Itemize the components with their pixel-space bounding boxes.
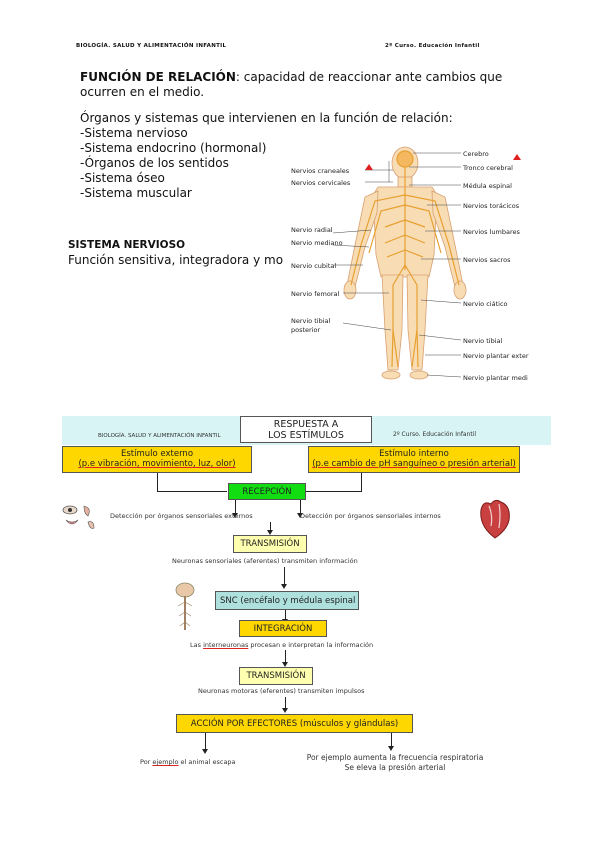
label-nervios-cervicales: Nervios cervicales (291, 179, 351, 187)
transmission2-box: TRANSMISIÓN (239, 667, 313, 685)
right-outcome-line2: Se eleva la presión arterial (344, 763, 446, 772)
arrow-to-transmission2 (282, 650, 288, 667)
organ-item: -Sistema óseo (80, 171, 165, 185)
integration-box: INTEGRACIÓN (239, 620, 327, 637)
integration-note-pre: Las (190, 641, 204, 649)
intro-definition: FUNCIÓN DE RELACIÓN: capacidad de reacci… (80, 70, 530, 100)
label-nervios-toracicos: Nervios torácicos (463, 202, 520, 210)
label-nervio-femoral: Nervio femoral (291, 290, 340, 298)
internal-stimulus-detail: (p.e cambio de pH sanguíneo o presión ar… (312, 459, 516, 469)
left-outcome: Por ejemplo el animal escapa (140, 758, 236, 766)
nervous-system-figure: Nervios craneales Nervios cervicales Ner… (285, 135, 550, 385)
connector-left-vert (157, 473, 158, 491)
reception-left-note: Detección por órganos sensoriales extern… (110, 512, 253, 520)
diagram-title-line1: RESPUESTA A (273, 419, 339, 430)
snc-box: SNC (encéfalo y médula espinal (215, 591, 359, 610)
arrow-reception-left (232, 500, 238, 518)
left-outcome-pre: Por (140, 758, 153, 766)
organ-item: -Sistema endocrino (hormonal) (80, 141, 267, 155)
label-nervio-plantar-medio: Nervio plantar medi (463, 374, 528, 382)
organ-item: -Órganos de los sentidos (80, 156, 229, 170)
transmission2-note: Neuronas motoras (eferentes) transmiten … (198, 687, 365, 695)
label-nervio-mediano: Nervio mediano (291, 239, 343, 247)
integration-note-link: interneuronas (203, 641, 249, 649)
nervous-system-functions: Función sensitiva, integradora y motora (68, 253, 283, 267)
label-medula-espinal: Médula espinal (463, 182, 512, 190)
diagram-band-right: 2º Curso. Educación Infantil (393, 431, 477, 438)
nervous-system-title: SISTEMA NERVIOSO (68, 239, 186, 251)
diagram-title: RESPUESTA A LOS ESTÍMULOS (240, 416, 372, 443)
external-stimulus-title: Estímulo externo (120, 449, 194, 459)
arrow-to-snc (281, 567, 287, 589)
brain-spinal-cord-icon (175, 582, 195, 630)
reception-box: RECEPCIÓN (228, 483, 306, 500)
heart-icon (480, 499, 510, 539)
label-nervios-sacros: Nervios sacros (463, 256, 511, 264)
organs-list: -Sistema nervioso -Sistema endocrino (ho… (80, 126, 266, 201)
arrow-reception-right (297, 500, 303, 518)
human-body-illustration (332, 146, 521, 380)
arrow-to-transmission1 (267, 522, 273, 535)
arrow-to-integration (282, 610, 288, 624)
label-nervios-lumbares: Nervios lumbares (463, 228, 520, 236)
label-nervios-craneales: Nervios craneales (291, 167, 350, 175)
action-box: ACCIÓN POR EFECTORES (músculos y glándul… (176, 714, 413, 733)
label-nervio-cubital: Nervio cubital (291, 262, 337, 270)
right-outcome-line1: Por ejemplo aumenta la frecuencia respir… (306, 753, 484, 762)
connector-right (306, 491, 362, 492)
external-stimulus-box: Estímulo externo (p.e vibración, movimie… (62, 446, 252, 473)
term-definition: : capacidad de reaccionar ante cambios q… (80, 70, 503, 99)
arrow-action-left (202, 733, 208, 754)
label-nervio-radial: Nervio radial (291, 226, 333, 234)
label-nervio-ciatico: Nervio ciático (463, 300, 508, 308)
diagram-band-left: BIOLOGÍA. SALUD Y ALIMENTACIÓN INFANTIL (98, 433, 221, 439)
organ-item: -Sistema nervioso (80, 126, 188, 140)
organ-item: -Sistema muscular (80, 186, 192, 200)
page-header-right: 2º Curso. Educación Infantil (385, 43, 480, 49)
external-stimulus-detail: (p.e vibración, movimiento, luz, olor) (78, 459, 236, 469)
page-header-left: BIOLOGÍA. SALUD Y ALIMENTACIÓN INFANTIL (76, 43, 226, 49)
label-nervio-tibial-posterior: Nervio tibial posterior (291, 317, 331, 334)
integration-note: Las interneuronas procesan e interpretan… (190, 641, 373, 649)
integration-note-post: procesan e interpretan la información (248, 641, 374, 649)
sense-organs-icon (62, 505, 95, 529)
internal-stimulus-box: Estímulo interno (p.e cambio de pH sangu… (308, 446, 520, 473)
left-outcome-link: ejemplo (152, 758, 179, 766)
label-nervio-plantar-externo: Nervio plantar exter (463, 352, 529, 360)
arrow-to-action (282, 697, 288, 713)
label-nervio-tibial: Nervio tibial (463, 337, 503, 345)
organs-heading: Órganos y sistemas que intervienen en la… (80, 111, 453, 125)
right-outcome: Por ejemplo aumenta la frecuencia respir… (306, 753, 484, 773)
connector-right-vert (361, 473, 362, 491)
label-cerebro: Cerebro (463, 150, 489, 158)
reception-right-note: Detección por órganos sensoriales intern… (300, 512, 441, 520)
label-tronco-cerebral: Tronco cerebral (463, 164, 513, 172)
transmission1-note: Neuronas sensoriales (aferentes) transmi… (172, 557, 358, 565)
left-outcome-post: el animal escapa (178, 758, 236, 766)
transmission1-box: TRANSMISIÓN (233, 535, 307, 553)
connector-left (157, 491, 227, 492)
header-subject: BIOLOGÍA (76, 43, 109, 49)
diagram-title-line2: LOS ESTÍMULOS (268, 430, 344, 441)
term-funcion-relacion: FUNCIÓN DE RELACIÓN (80, 70, 236, 84)
arrow-action-right (388, 733, 394, 751)
header-subject-rest: . SALUD Y ALIMENTACIÓN INFANTIL (108, 43, 227, 49)
internal-stimulus-title: Estímulo interno (379, 449, 449, 459)
